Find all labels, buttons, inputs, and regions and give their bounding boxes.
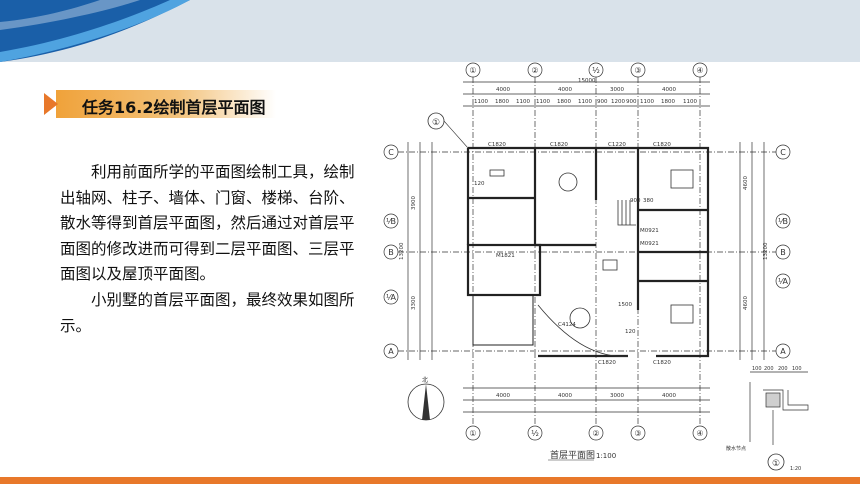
window-label: C1820 xyxy=(653,142,671,148)
callout-marker: ① xyxy=(432,118,440,128)
axis-label: ① xyxy=(469,429,476,438)
plan-label: 900 xyxy=(630,198,641,204)
north-arrow-icon xyxy=(407,383,445,421)
plan-label: C4124 xyxy=(558,322,576,328)
axis-label: ③ xyxy=(634,429,641,438)
detail-dim: 100 xyxy=(792,366,802,372)
side-dim-label: 13200 xyxy=(399,242,405,260)
dim-label: 1200 xyxy=(611,99,625,105)
axis-label: ½ xyxy=(531,429,539,438)
dim-label: 4000 xyxy=(662,393,676,399)
detail-dim: 100 xyxy=(752,366,762,372)
detail-drawing: 100 200 200 100 散水节点 1:20 ① xyxy=(726,366,809,472)
dim-label: 3000 xyxy=(610,87,624,93)
side-dim-label: 13200 xyxy=(763,242,769,260)
window-label: C1820 xyxy=(550,142,568,148)
axis-label: C xyxy=(780,148,786,157)
axis-label: ③ xyxy=(634,66,641,75)
title-arrow-icon xyxy=(44,93,58,115)
dim-label: 1100 xyxy=(578,99,592,105)
title-highlight-bar xyxy=(56,90,276,118)
page-title: 任务16.2绘制首层平面图 xyxy=(82,98,266,117)
dim-label: 1100 xyxy=(516,99,530,105)
description: 利用前面所学的平面图绘制工具，绘制出轴网、柱子、墙体、门窗、楼梯、台阶、散水等得… xyxy=(60,160,360,339)
dim-label: 1100 xyxy=(536,99,550,105)
dim-label: 4000 xyxy=(496,87,510,93)
dim-label: 1100 xyxy=(640,99,654,105)
detail-marker: ① xyxy=(772,459,780,469)
door-label: M0921 xyxy=(640,228,659,234)
dim-label: 1800 xyxy=(495,99,509,105)
plan-caption: 首层平面图 xyxy=(550,449,595,461)
description-paragraph-2: 小别墅的首层平面图，最终效果如图所示。 xyxy=(60,290,355,335)
side-dim-label: 3900 xyxy=(411,196,417,210)
axis-label: ② xyxy=(592,429,599,438)
axis-label: ② xyxy=(531,66,538,75)
axis-label: ⅟A xyxy=(386,293,397,302)
dim-label: 4000 xyxy=(496,393,510,399)
axis-label: A xyxy=(388,347,394,356)
side-dim-label: 4600 xyxy=(743,296,749,310)
window-label: C1820 xyxy=(598,360,616,366)
dim-label: 4000 xyxy=(558,87,572,93)
plan-label: 380 xyxy=(643,198,654,204)
axis-label: B xyxy=(388,248,394,257)
axis-label: ① xyxy=(469,66,476,75)
description-paragraph-1: 利用前面所学的平面图绘制工具，绘制出轴网、柱子、墙体、门窗、楼梯、台阶、散水等得… xyxy=(60,163,355,284)
detail-dim: 200 xyxy=(764,366,774,372)
door-label: M0921 xyxy=(640,241,659,247)
detail-scale: 1:20 xyxy=(790,466,801,472)
axis-label: ④ xyxy=(696,429,703,438)
axis-label: A xyxy=(780,347,786,356)
window-label: C1220 xyxy=(608,142,626,148)
plan-label: 120 xyxy=(474,181,485,187)
north-label: 北 xyxy=(422,376,428,384)
axis-label: ⅟B xyxy=(386,217,396,226)
dim-label: 900 xyxy=(597,99,608,105)
footer-bar xyxy=(0,477,860,484)
wave-decoration xyxy=(0,0,190,62)
side-dim-label: 4600 xyxy=(743,176,749,190)
axis-label: ④ xyxy=(696,66,703,75)
plan-label: 1500 xyxy=(618,302,632,308)
dim-label: 1100 xyxy=(683,99,697,105)
axis-label: B xyxy=(780,248,786,257)
window-label: C1820 xyxy=(653,360,671,366)
door-label: M1821 xyxy=(496,253,515,259)
plan-label: 120 xyxy=(625,329,636,335)
dim-label: 4000 xyxy=(662,87,676,93)
dim-label: 1800 xyxy=(557,99,571,105)
dim-label: 900 xyxy=(626,99,637,105)
dim-label: 4000 xyxy=(558,393,572,399)
axis-label: ⅟B xyxy=(778,217,788,226)
dim-label: 1800 xyxy=(661,99,675,105)
detail-dim: 200 xyxy=(778,366,788,372)
side-dim-label: 3300 xyxy=(411,296,417,310)
axis-label: ⅟₂ xyxy=(592,66,600,75)
section-title: 任务16.2绘制首层平面图 xyxy=(44,90,276,118)
detail-note: 散水节点 xyxy=(726,445,746,452)
axis-label: C xyxy=(388,148,394,157)
plan-scale: 1:100 xyxy=(596,452,616,460)
window-label: C1820 xyxy=(488,142,506,148)
dim-label: 1100 xyxy=(474,99,488,105)
axis-label: ⅟A xyxy=(778,277,789,286)
plan-total-width: 15000 xyxy=(578,78,596,84)
dim-label: 3000 xyxy=(610,393,624,399)
floor-plan-drawing: 北 15000 4000 4000 3000 4000 4000 4000 30… xyxy=(383,62,809,472)
